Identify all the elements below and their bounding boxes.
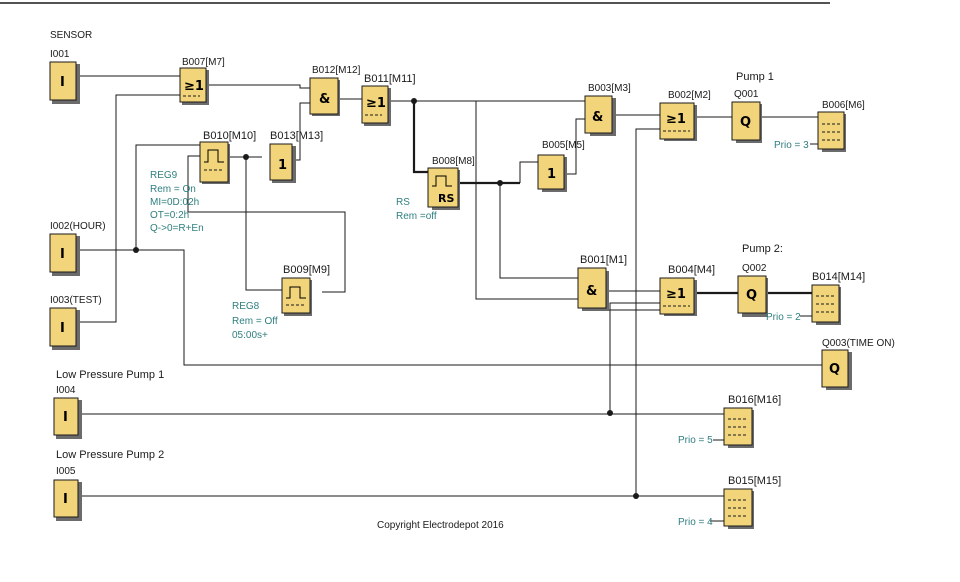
output-label-q003: Q003(TIME ON) [822,338,895,349]
message-block-b015[interactable] [723,488,754,529]
param-b015: Prio = 4 [678,517,713,528]
message-block-b016[interactable] [723,407,754,448]
input-block-i001[interactable]: I [49,61,80,104]
param-line: Rem =off [396,211,437,222]
param-b016: Prio = 5 [678,435,713,446]
rs-block-b008[interactable]: RS [427,167,460,210]
param-line: MI=0D:02h [150,197,199,208]
block-label-b002: B002[M2] [668,90,711,101]
output-block-q002[interactable]: Q [737,275,768,317]
params-b008: RS Rem =off [396,197,437,222]
not-block-b005[interactable]: 1 [537,154,567,192]
block-label-b012: B012[M12] [312,65,361,76]
block-label-b010: B010[M10] [203,130,256,142]
block-symbol: & [319,92,330,107]
input-block-i003[interactable]: I [49,307,80,350]
params-b009: REG8 Rem = Off 05:00s+ [232,301,278,341]
param-line: OT=0:2h [150,210,189,221]
block-label-b011: B011[M11] [364,73,416,85]
input-symbol: I [60,321,65,336]
block-symbol: RS [438,192,454,205]
output-caption-q002: Pump 2: [742,243,783,255]
block-label-b016: B016[M16] [728,394,781,406]
copyright-text: Copyright Electrodepot 2016 [377,520,504,531]
output-label-q001: Q001 [734,89,759,100]
input-label-i003: I003(TEST) [50,295,102,306]
output-symbol: Q [740,115,751,130]
and-block-b012[interactable]: & [309,77,340,116]
block-symbol: ≥1 [184,79,204,94]
wires [78,75,824,522]
param-line: REG9 [150,170,178,181]
timer-block-b010[interactable] [199,141,230,184]
params-b010: REG9 Rem = On MI=0D:02h OT=0:2h Q->0=R+E… [150,170,204,234]
or-block-b002[interactable]: ≥1 [659,102,697,141]
input-caption-i005: Low Pressure Pump 2 [56,449,164,461]
timer-block-b009[interactable] [281,277,312,316]
or-block-b004[interactable]: ≥1 [659,277,697,316]
input-label-i001: I001 [50,49,70,60]
output-label-q002: Q002 [742,263,767,274]
output-symbol: Q [829,362,840,377]
block-label-b013: B013[M13] [270,130,323,142]
block-label-b007: B007[M7] [182,57,225,68]
and-block-b003[interactable]: & [584,95,616,136]
param-line: 05:00s+ [232,330,268,341]
param-line: RS [396,197,410,208]
param-b006: Prio = 3 [774,140,809,151]
input-symbol: I [63,492,68,507]
block-label-b014: B014[M14] [812,271,865,283]
junction-dots [133,98,639,499]
message-block-b014[interactable] [811,284,841,325]
input-caption-i004: Low Pressure Pump 1 [56,369,164,381]
input-label-i002: I002(HOUR) [50,221,106,232]
sensor-header-label: SENSOR [50,30,92,41]
block-label-b015: B015[M15] [728,475,781,487]
block-symbol: 1 [547,167,556,182]
block-symbol: 1 [278,158,287,173]
param-line: Q->0=R+En [150,223,204,234]
or-block-b007[interactable]: ≥1 [179,67,209,105]
output-block-q003[interactable]: Q [821,349,852,390]
output-symbol: Q [746,288,757,303]
output-block-q001[interactable]: Q [731,101,762,143]
block-label-b001: B001[M1] [580,254,627,266]
param-line: Rem = Off [232,316,278,327]
input-block-i004[interactable]: I [53,397,82,439]
block-label-b008: B008[M8] [432,156,475,167]
block-symbol: ≥1 [666,287,686,302]
param-line: REG8 [232,301,260,312]
block-symbol: ≥1 [366,96,386,111]
block-symbol: & [592,110,603,125]
block-label-b003: B003[M3] [588,83,631,94]
input-symbol: I [60,247,65,262]
param-b014: Prio = 2 [766,312,801,323]
and-block-b001[interactable]: & [577,267,609,311]
or-block-b011[interactable]: ≥1 [361,85,391,126]
input-label-i004: I004 [56,385,76,396]
input-symbol: I [60,75,65,90]
message-block-b006[interactable] [817,111,846,152]
block-label-b006: B006[M6] [822,100,865,111]
not-block-b013[interactable]: 1 [269,143,296,183]
output-caption-q001: Pump 1 [736,71,774,83]
block-label-b004: B004[M4] [668,264,715,276]
block-symbol: ≥1 [666,112,686,127]
input-label-i005: I005 [56,466,76,477]
param-line: Rem = On [150,184,196,195]
input-block-i005[interactable]: I [53,479,82,521]
block-label-b009: B009[M9] [283,264,330,276]
input-symbol: I [63,410,68,425]
block-label-b005: B005[M5] [542,140,585,151]
input-block-i002[interactable]: I [49,233,80,276]
block-symbol: & [586,284,597,299]
